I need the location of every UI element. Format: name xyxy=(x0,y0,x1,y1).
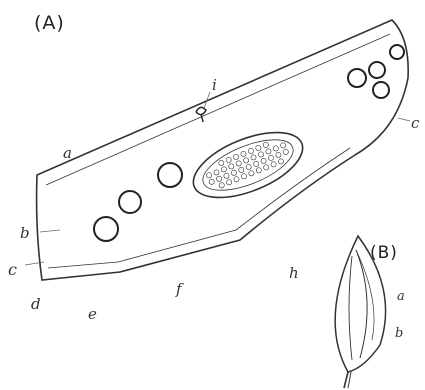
upper-palisade-cells xyxy=(31,0,387,154)
label-h: h xyxy=(289,266,299,281)
label-c-left: c xyxy=(8,262,17,278)
label-b: b xyxy=(20,226,30,241)
label-a: a xyxy=(63,146,72,161)
label-leader-lines xyxy=(25,92,410,265)
label-f: f xyxy=(176,282,182,297)
label-d: d xyxy=(31,297,41,312)
secretory-cavities xyxy=(94,45,404,241)
panel-label-b: (B) xyxy=(370,243,398,263)
vascular-bundle xyxy=(184,119,311,211)
panel-label-a: (A) xyxy=(34,12,65,34)
stoma-structure xyxy=(196,107,206,122)
label-e: e xyxy=(88,307,97,322)
leaf-label-a: a xyxy=(397,290,405,303)
leaf-label-b: b xyxy=(395,327,403,340)
label-i: i xyxy=(212,78,217,93)
leaf-cross-section xyxy=(37,20,409,280)
label-c-right: c xyxy=(411,116,419,131)
